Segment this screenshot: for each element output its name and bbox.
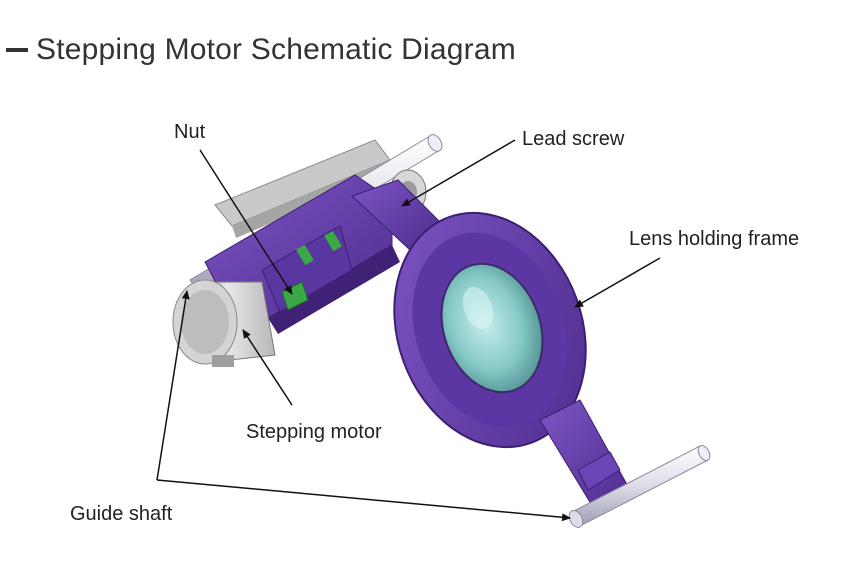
lead-screw-leader	[401, 139, 516, 207]
guide-shaft-leader-lower	[156, 479, 571, 522]
diagram-title: Stepping Motor Schematic Diagram	[6, 30, 516, 70]
title-text: Stepping Motor Schematic Diagram	[36, 33, 516, 66]
stepping-motor-part	[172, 279, 276, 367]
label-lead-screw: Lead screw	[522, 128, 625, 150]
lower-guide-shaft	[568, 445, 711, 528]
lens-frame-leader	[574, 257, 661, 308]
label-guide-shaft: Guide shaft	[70, 503, 173, 525]
lens-holding-frame-part	[393, 211, 587, 449]
label-nut: Nut	[174, 121, 206, 143]
title-dash	[6, 48, 28, 52]
callout-lines	[156, 139, 661, 522]
guide-shaft-leader-upper	[156, 290, 190, 481]
nut-leader	[199, 149, 293, 295]
label-lens-holding-frame: Lens holding frame	[629, 228, 799, 250]
stepping-motor-leader	[242, 329, 293, 406]
label-stepping-motor: Stepping motor	[246, 421, 382, 443]
lower-arm	[539, 399, 631, 513]
